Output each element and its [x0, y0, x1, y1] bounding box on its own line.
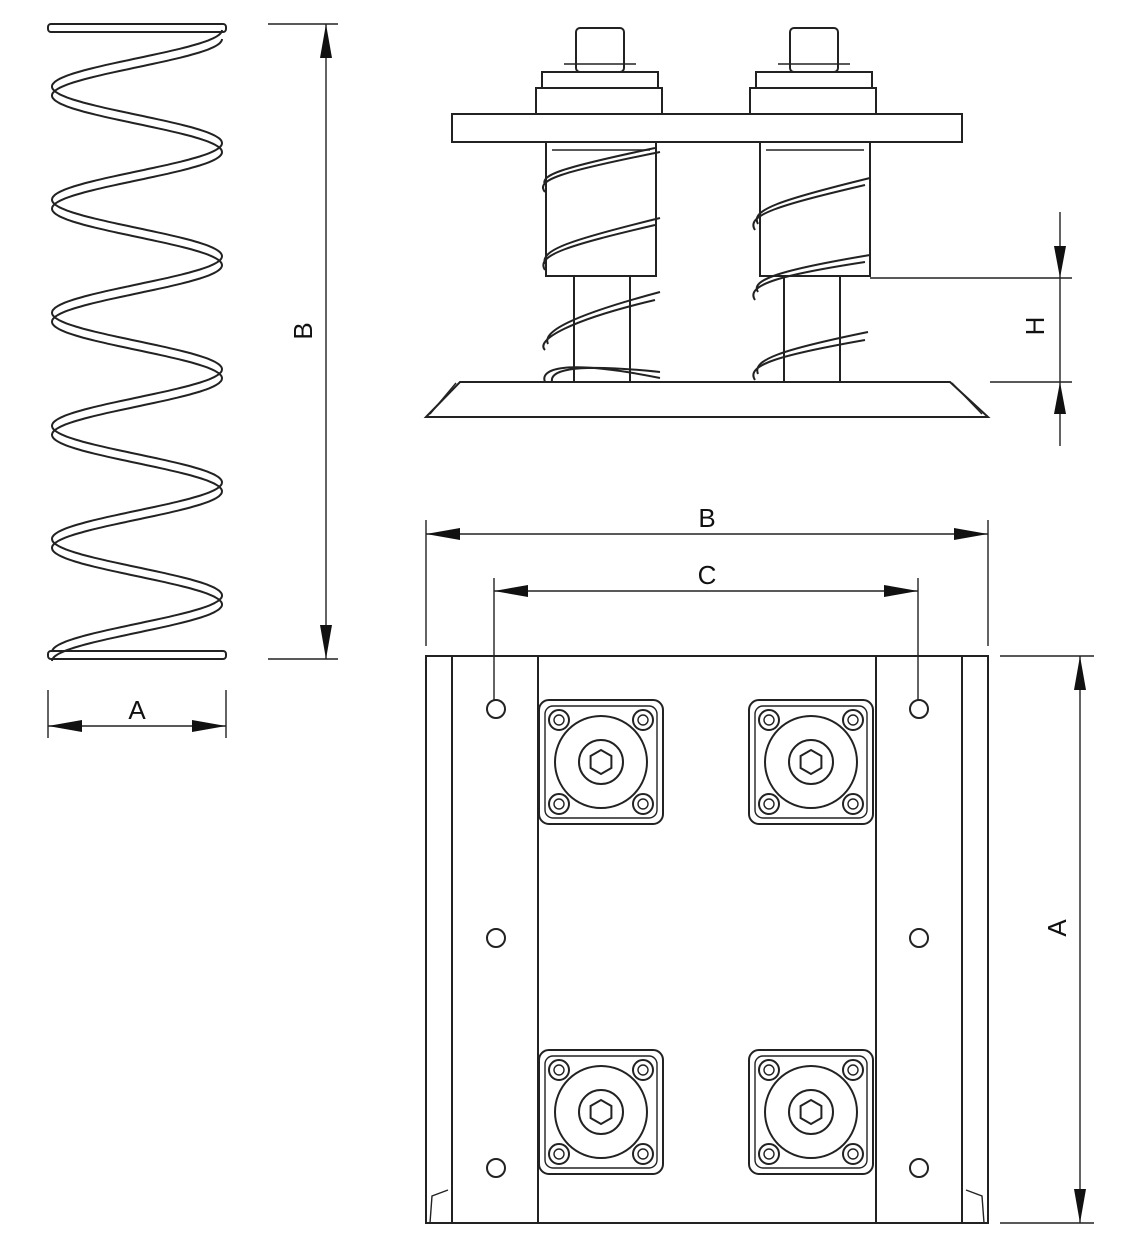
corner-bolt [842, 1143, 864, 1165]
base-bevel-left [429, 382, 457, 415]
plan-c-arrow-left [494, 585, 528, 597]
hex-socket-icon [589, 1098, 613, 1126]
left-spring-unit [535, 27, 663, 383]
corner-bolt [548, 1059, 570, 1081]
plan-b-label: B [698, 503, 715, 533]
plan-view: B C A [425, 503, 1094, 1224]
mounting-hole [909, 699, 929, 719]
corner-bolt [842, 793, 864, 815]
right-guide-rod [783, 275, 841, 383]
corner-bolt [758, 1143, 780, 1165]
right-bolt-head [789, 27, 839, 73]
corner-bolt-center [637, 798, 649, 810]
plan-b-arrow-right [954, 528, 988, 540]
corner-bolt [842, 709, 864, 731]
corner-bolt [548, 1143, 570, 1165]
corner-bolt-center [553, 798, 565, 810]
corner-bolt-center [847, 1148, 859, 1160]
corner-bolt-center [553, 714, 565, 726]
corner-bolt [632, 1059, 654, 1081]
flange-unit [538, 699, 664, 825]
bevel-bottom-left [429, 1189, 449, 1224]
flange-plate-inner [544, 705, 658, 819]
corner-bolt [758, 1059, 780, 1081]
flange-plate-inner [544, 1055, 658, 1169]
corner-bolt-center [763, 1148, 775, 1160]
flange-unit [748, 1049, 874, 1175]
base-plate [423, 381, 991, 418]
side-view: H [423, 27, 1072, 446]
mounting-hole [486, 699, 506, 719]
corner-bolt-center [847, 798, 859, 810]
spring-coil-inner [50, 38, 224, 662]
plan-a-arrow-bottom [1074, 1189, 1086, 1223]
spring-bottom-end [47, 650, 227, 660]
flange-unit [538, 1049, 664, 1175]
plan-a-arrow-top [1074, 656, 1086, 690]
corner-bolt-center [847, 714, 859, 726]
spring-b-arrow-top [320, 24, 332, 58]
spring-top-end [47, 23, 227, 33]
hex-socket-icon [799, 748, 823, 776]
mounting-hole [486, 928, 506, 948]
plan-c-label: C [698, 560, 717, 590]
flange-unit [748, 699, 874, 825]
mounting-hole [909, 928, 929, 948]
left-clamp-front [535, 87, 663, 115]
corner-bolt-center [637, 1148, 649, 1160]
mounting-hole [486, 1158, 506, 1178]
spring-a-arrow-left [48, 720, 82, 732]
base-bevel-right [951, 382, 983, 415]
flange-plate-inner [754, 705, 868, 819]
h-arrow-top [1054, 246, 1066, 278]
right-spring-unit [749, 27, 877, 383]
spring-coil [50, 29, 224, 653]
bevel-bottom-right [965, 1189, 985, 1224]
corner-bolt [632, 793, 654, 815]
top-plate [451, 113, 963, 143]
left-bolt-head [575, 27, 625, 73]
corner-bolt-center [637, 1064, 649, 1076]
corner-bolt-center [637, 714, 649, 726]
flange-units [538, 699, 874, 1175]
plan-outline [425, 655, 989, 1224]
mounting-hole [909, 1158, 929, 1178]
corner-bolt-center [847, 1064, 859, 1076]
corner-bolt [758, 793, 780, 815]
spring-a-label: A [128, 695, 146, 725]
spring-a-arrow-right [192, 720, 226, 732]
right-clamp-front [749, 87, 877, 115]
corner-bolt [548, 793, 570, 815]
spring-b-label: B [288, 322, 318, 339]
spring-b-arrow-bottom [320, 625, 332, 659]
plan-a-label: A [1042, 919, 1072, 937]
corner-bolt [548, 709, 570, 731]
corner-bolt-center [763, 714, 775, 726]
corner-bolt [632, 709, 654, 731]
flange-plate-inner [754, 1055, 868, 1169]
hex-socket-icon [589, 748, 613, 776]
hex-socket-icon [799, 1098, 823, 1126]
left-sleeve [545, 141, 657, 277]
left-coil [542, 147, 661, 383]
left-guide-rod [573, 275, 631, 383]
h-label: H [1020, 317, 1050, 336]
right-coil [752, 177, 871, 381]
corner-bolt [842, 1059, 864, 1081]
plan-c-arrow-right [884, 585, 918, 597]
spring-view: B A [47, 23, 338, 738]
corner-bolt-center [553, 1148, 565, 1160]
h-arrow-bottom [1054, 382, 1066, 414]
corner-bolt-center [763, 798, 775, 810]
corner-bolt [632, 1143, 654, 1165]
corner-bolt [758, 709, 780, 731]
corner-bolt-center [553, 1064, 565, 1076]
plan-b-arrow-left [426, 528, 460, 540]
corner-bolt-center [763, 1064, 775, 1076]
